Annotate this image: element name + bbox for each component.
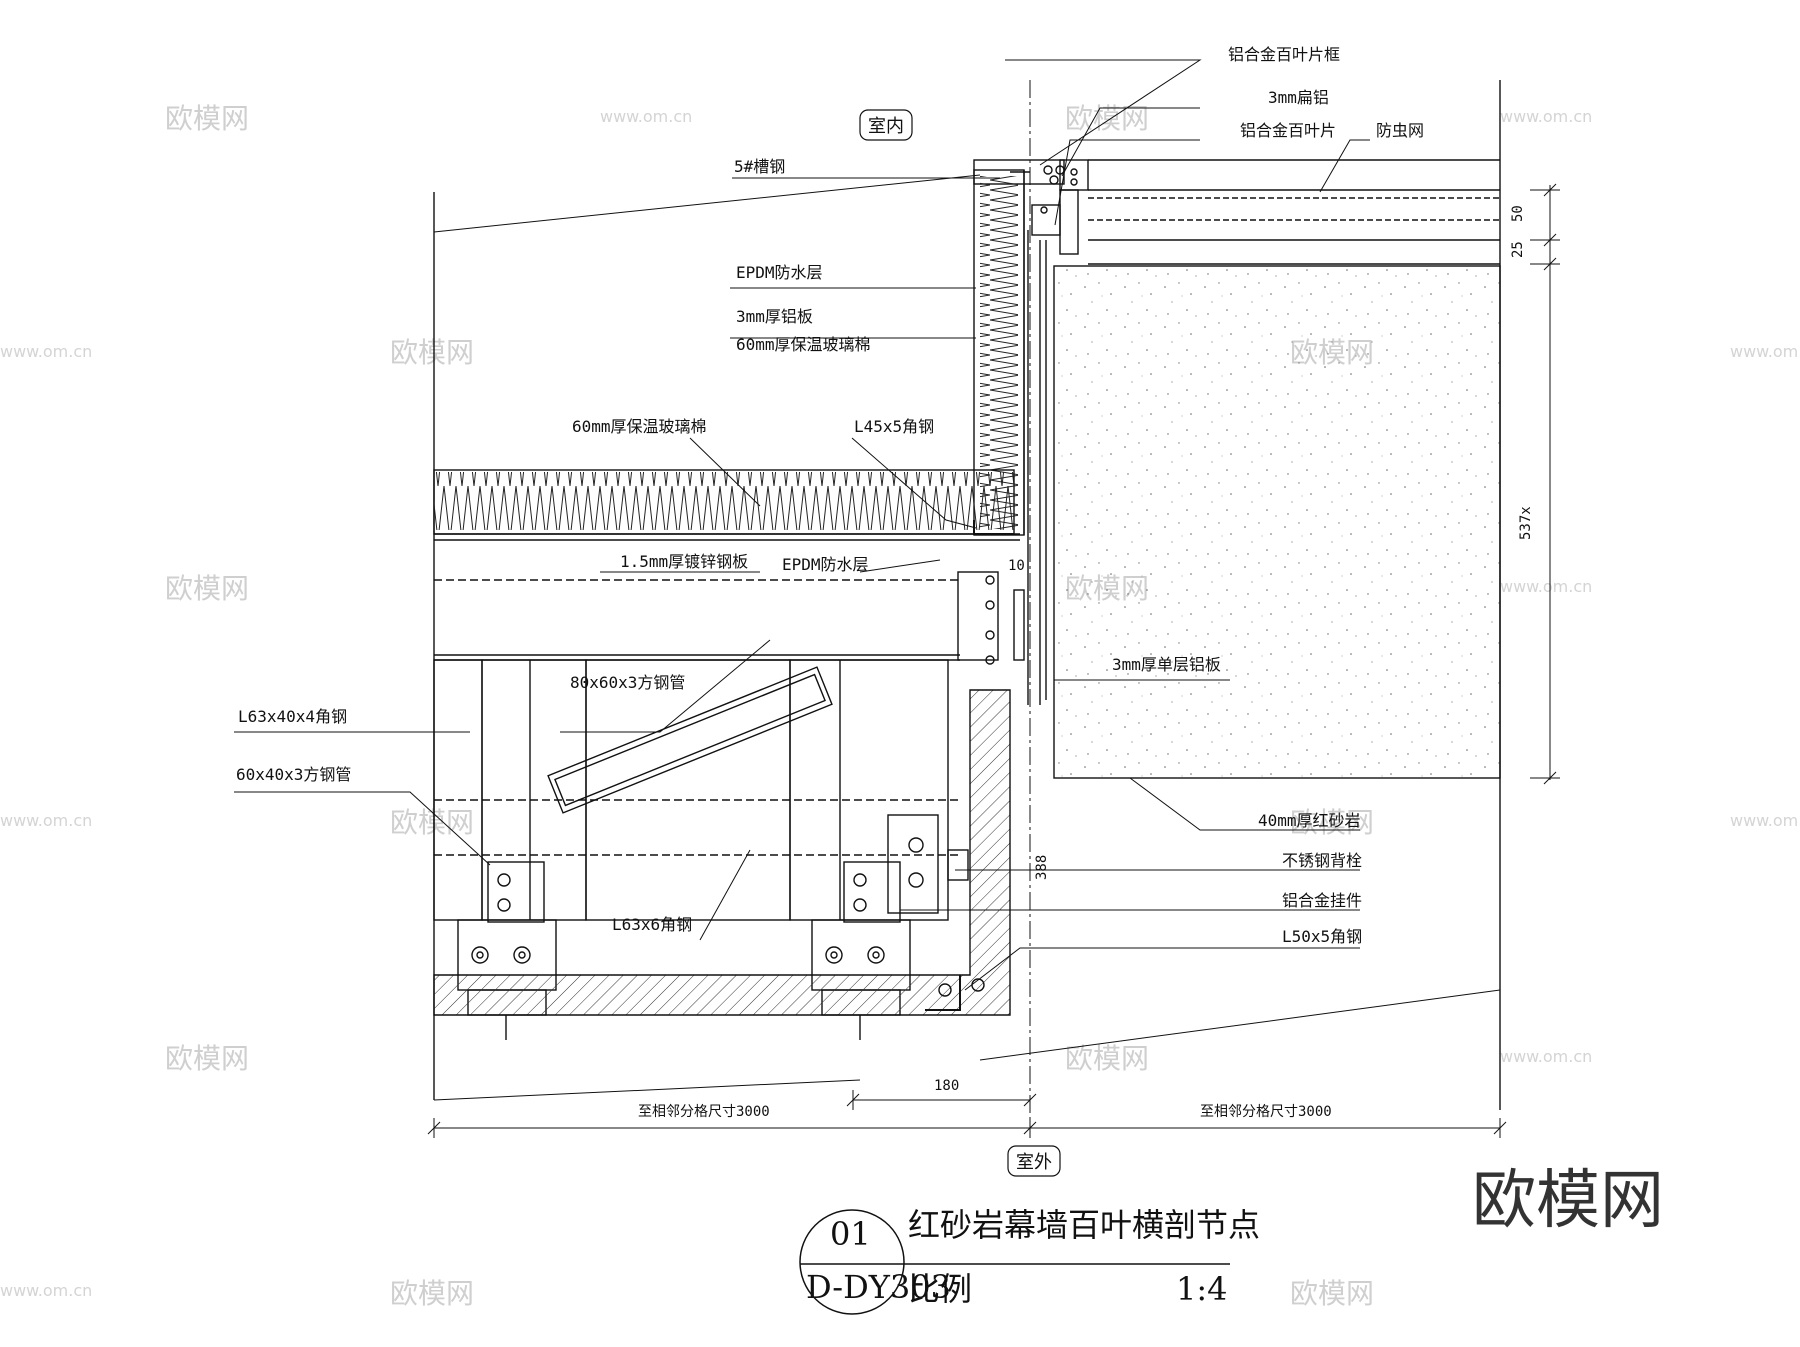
dim-50: 50: [1510, 205, 1526, 222]
label-square-tube-80: 80x60x3方钢管: [570, 673, 685, 692]
label-glass-wool-top: 60mm厚保温玻璃棉: [736, 335, 871, 354]
label-red-sandstone: 40mm厚红砂岩: [1258, 811, 1361, 830]
dim-388: 388: [1034, 855, 1050, 880]
bracket-plate: [487, 861, 545, 923]
dim-span-left: 至相邻分格尺寸3000: [638, 1104, 770, 1120]
watermark-brand: 欧模网: [165, 102, 249, 135]
section-geometry: [433, 80, 1501, 1135]
watermark-url: www.om.cn: [0, 811, 92, 830]
label-epdm-mid: EPDM防水层: [782, 555, 869, 574]
title-scale-label: 比例: [908, 1270, 972, 1308]
label-flat-aluminum: 3mm扁铝: [1268, 88, 1329, 107]
label-angle-l63x40: L63x40x4角钢: [238, 707, 347, 726]
watermark-brand: 欧模网: [165, 1042, 249, 1075]
label-angle-l63x6: L63x6角钢: [612, 915, 692, 934]
mid-connection: [957, 571, 999, 661]
label-ss-bolt: 不锈钢背栓: [1282, 851, 1362, 870]
label-al-hanger: 铝合金挂件: [1282, 891, 1362, 910]
outdoor-tag-box: [1007, 1145, 1061, 1177]
label-al-plate: 3mm厚铝板: [736, 307, 813, 326]
label-insect-screen: 防虫网: [1376, 121, 1424, 140]
watermark-brand: 欧模网: [390, 1277, 474, 1310]
title-main: 红砂岩幕墙百叶横剖节点: [908, 1206, 1260, 1244]
slope-line-lower-left: [433, 1079, 861, 1101]
label-louver-blade: 铝合金百叶片: [1240, 121, 1336, 140]
watermark-url: www.om.cn: [0, 1281, 92, 1300]
bracket-plate: [843, 861, 901, 923]
concrete-base: [433, 689, 1011, 1016]
louver-frame-profile: [1031, 204, 1061, 236]
watermark-brand: 欧模网: [1065, 1042, 1149, 1075]
label-epdm-top: EPDM防水层: [736, 263, 823, 282]
title-block: 01 D-DY303 红砂岩幕墙百叶横剖节点 比例 1:4: [799, 1206, 1260, 1315]
label-glass-wool-left: 60mm厚保温玻璃棉: [572, 417, 707, 436]
dim-180: 180: [934, 1078, 959, 1094]
label-galv-plate: 1.5mm厚镀锌钢板: [620, 552, 748, 571]
title-scale-value: 1:4: [1176, 1270, 1228, 1308]
watermark-url: www.om.cn: [1730, 342, 1800, 361]
slope-line-bottom: [979, 989, 1501, 1061]
watermark-url: www.om.cn: [0, 342, 92, 361]
title-number: 01: [830, 1215, 871, 1253]
indoor-tag: 室内: [868, 116, 904, 137]
red-sandstone-panel: [1053, 265, 1501, 779]
watermark-brand: 欧模网: [390, 806, 474, 839]
title-sheet: D-DY303: [806, 1268, 951, 1306]
leader-lines: [234, 59, 1370, 991]
louver-frame-profile: [1059, 189, 1079, 255]
label-angle-l50: L50x5角钢: [1282, 927, 1362, 946]
watermark-url: www.om.cn: [600, 107, 692, 126]
watermark-brand: 欧模网: [1290, 1277, 1374, 1310]
label-single-al-plate: 3mm厚单层铝板: [1112, 655, 1221, 674]
label-channel-steel: 5#槽钢: [734, 157, 785, 176]
dimension-lines: [427, 183, 1560, 1138]
outdoor-tag: 室外: [1016, 1152, 1052, 1173]
indoor-tag-box: [859, 109, 913, 141]
square-tube-80x60: [547, 666, 833, 814]
label-square-tube-60: 60x40x3方钢管: [236, 765, 351, 784]
aluminium-hanger: [887, 814, 939, 914]
steel-tube-right: [789, 659, 949, 921]
watermark-url: www.om.cn: [1500, 577, 1592, 596]
watermark-brand: 欧模网: [1290, 806, 1374, 839]
dim-span-right: 至相邻分格尺寸3000: [1200, 1104, 1332, 1120]
brand-logo-text: 欧模网: [1472, 1164, 1664, 1238]
slope-line-top: [433, 174, 981, 233]
watermark-layer: 欧模网 欧模网 欧模网 欧模网 欧模网 欧模网 欧模网 欧模网 欧模网 欧模网 …: [0, 102, 1800, 1310]
label-angle-l45: L45x5角钢: [854, 417, 934, 436]
dim-25: 25: [1510, 241, 1526, 258]
dim-10: 10: [1008, 558, 1025, 574]
watermark-url: www.om.cn: [1500, 107, 1592, 126]
label-louver-frame: 铝合金百叶片框: [1228, 45, 1340, 64]
watermark-brand: 欧模网: [390, 336, 474, 369]
watermark-brand: 欧模网: [1065, 102, 1149, 135]
watermark-brand: 欧模网: [165, 572, 249, 605]
watermark-url: www.om.cn: [1500, 1047, 1592, 1066]
watermark-url: www.om.cn: [1730, 811, 1800, 830]
dim-537: 537x: [1518, 506, 1534, 540]
